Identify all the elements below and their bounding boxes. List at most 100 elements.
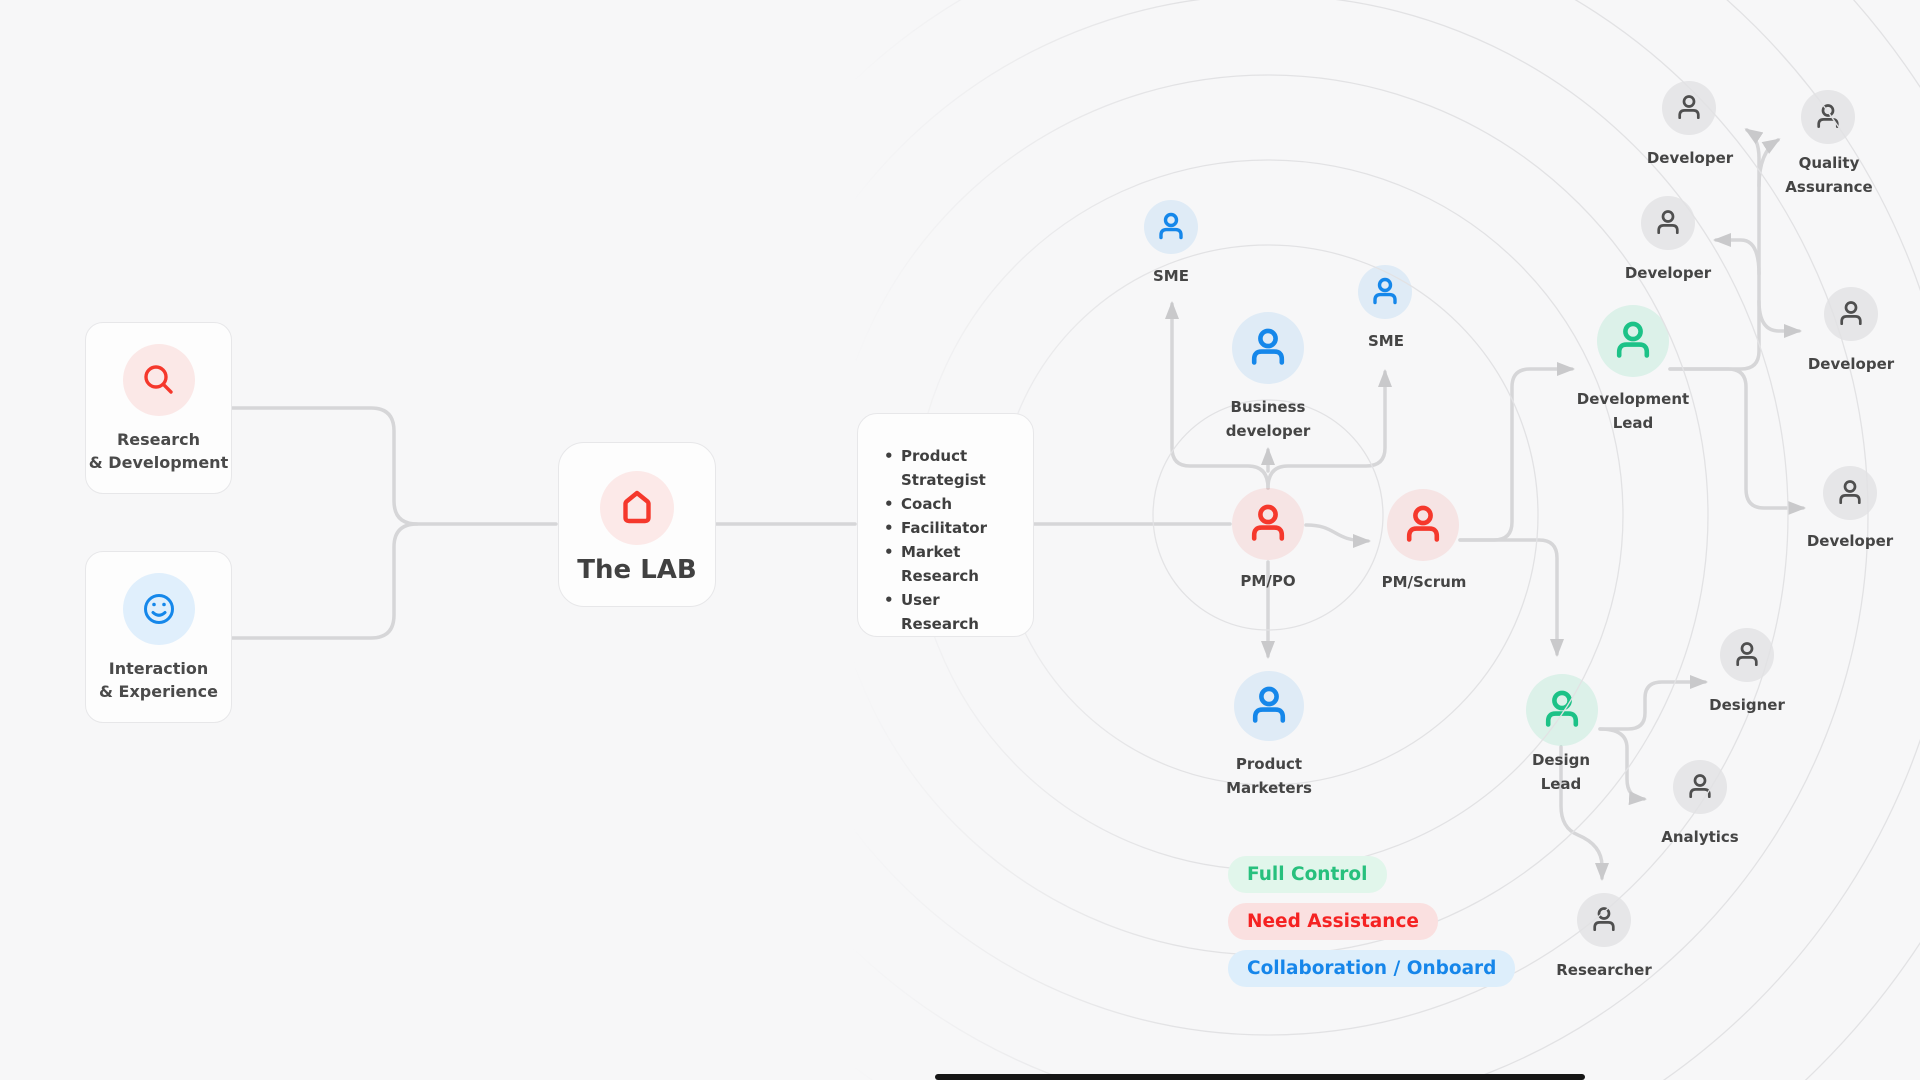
connector-interaction-to-lab (230, 522, 419, 640)
node-pm-scrum (1387, 489, 1459, 561)
lab-title: The LAB (577, 555, 697, 585)
person-icon (1619, 324, 1647, 356)
card-title-line: Interaction (108, 659, 209, 678)
node-sme-right (1358, 265, 1412, 319)
node-label-design-lead: Design Lead (1532, 748, 1590, 796)
connector-devlead-to-quality-assurance (1757, 138, 1781, 188)
person-icon (1678, 95, 1700, 120)
node-developer-4 (1823, 466, 1877, 520)
card-the-lab: The LAB (558, 442, 716, 607)
home-icon-circle (600, 471, 674, 545)
roles-list-item: Product Strategist (884, 444, 1019, 492)
node-circle (1673, 760, 1727, 814)
node-analytics (1673, 760, 1727, 814)
person-icon (1254, 507, 1282, 539)
person-icon (1736, 642, 1758, 667)
node-circle (1232, 488, 1304, 560)
node-label-line: Product (1235, 755, 1303, 773)
roles-list-item: Coach (884, 492, 1019, 516)
node-label-analytics: Analytics (1661, 828, 1739, 846)
roles-list: Product Strategist Coach Facilitator Mar… (884, 444, 1019, 636)
node-label-business-developer: Business developer (1226, 395, 1311, 443)
node-label-line: Assurance (1785, 178, 1873, 196)
smiley-icon-circle (122, 573, 195, 645)
node-business-developer (1232, 312, 1304, 384)
card-interaction-experience: Interaction & Experience (85, 551, 232, 723)
person-icon (1593, 907, 1615, 932)
node-circle (1234, 671, 1304, 741)
node-circle (1641, 196, 1695, 250)
node-circle (1823, 466, 1877, 520)
node-designer (1720, 628, 1774, 682)
node-quality-assurance (1801, 90, 1855, 144)
roles-list-item: User Research (884, 588, 1019, 636)
connector-devlead-to-developer-4 (1668, 367, 1806, 515)
person-icon (1840, 301, 1862, 326)
node-label-pm-po: PM/PO (1240, 572, 1296, 590)
person-icon (1657, 210, 1679, 235)
node-label-developer-3: Developer (1807, 355, 1895, 373)
search-icon-circle (122, 344, 195, 416)
node-researcher (1577, 893, 1631, 947)
node-label-pm-scrum: PM/Scrum (1381, 573, 1467, 591)
node-circle (1801, 90, 1855, 144)
connector-pmscrum-to-design-lead (1458, 538, 1564, 657)
node-circle (1526, 674, 1598, 746)
person-icon (1159, 212, 1183, 240)
card-lab-roles: Product Strategist Coach Facilitator Mar… (857, 413, 1034, 637)
smiley-icon (143, 594, 174, 624)
connector-pmpo-to-pmscrum (1304, 523, 1371, 548)
card-title-line: & Experience (98, 682, 219, 701)
person-icon (1373, 277, 1397, 305)
node-label-sme-right: SME (1368, 332, 1404, 350)
node-circle (1387, 489, 1459, 561)
person-icon (1255, 689, 1283, 721)
node-label-developer-2: Developer (1624, 264, 1712, 282)
connector-devlead-to-developer-2 (1713, 233, 1761, 276)
node-developer-3 (1824, 287, 1878, 341)
node-label-developer-1: Developer (1646, 149, 1734, 167)
node-label-line: Lead (1612, 414, 1654, 432)
legend-full-control: Full Control (1228, 856, 1387, 893)
connector-devlead-to-developer-3 (1757, 299, 1802, 338)
node-circle (1720, 628, 1774, 682)
orbit-circle (997, 244, 1539, 786)
node-circle (1577, 893, 1631, 947)
node-label-product-marketers: Product Marketers (1226, 752, 1312, 800)
legend-collaboration-onboard: Collaboration / Onboard (1228, 950, 1516, 987)
connector-pmscrum-to-development-lead (1458, 362, 1575, 542)
person-icon (1689, 774, 1711, 799)
node-label-line: Business (1230, 398, 1306, 416)
node-label-developer-4: Developer (1806, 532, 1894, 550)
node-label-designer: Designer (1709, 696, 1785, 714)
node-pm-po (1232, 488, 1304, 560)
node-circle (1662, 81, 1716, 135)
node-label-quality-assurance: Quality Assurance (1785, 151, 1872, 199)
node-development-lead (1597, 305, 1669, 377)
home-icon (623, 490, 651, 524)
card-title-line: Research (116, 430, 201, 449)
roles-list-item: Market Research (884, 540, 1019, 588)
search-icon (143, 365, 173, 394)
bottom-dark-bar (935, 1074, 1585, 1080)
connector-designlead-to-designer (1598, 675, 1708, 731)
connector-designlead-to-analytics (1598, 727, 1647, 806)
node-label-development-lead: Development Lead (1577, 387, 1689, 435)
node-design-lead (1526, 674, 1598, 746)
node-label-line: Marketers (1226, 779, 1312, 797)
connector-research-to-lab (230, 406, 558, 526)
card-title-line: & Development (88, 453, 229, 472)
person-icon (1839, 480, 1861, 505)
node-circle (1358, 265, 1412, 319)
card-research-development: Research & Development (85, 322, 232, 494)
node-label-line: Development (1576, 390, 1690, 408)
node-label-sme-top: SME (1153, 267, 1189, 285)
legend-need-assistance: Need Assistance (1228, 903, 1438, 940)
roles-list-item: Facilitator (884, 516, 1019, 540)
person-icon (1817, 104, 1839, 129)
node-label-line: Lead (1540, 775, 1582, 793)
node-circle (1597, 305, 1669, 377)
person-icon (1409, 508, 1437, 540)
person-icon (1548, 693, 1576, 725)
node-circle (1232, 312, 1304, 384)
